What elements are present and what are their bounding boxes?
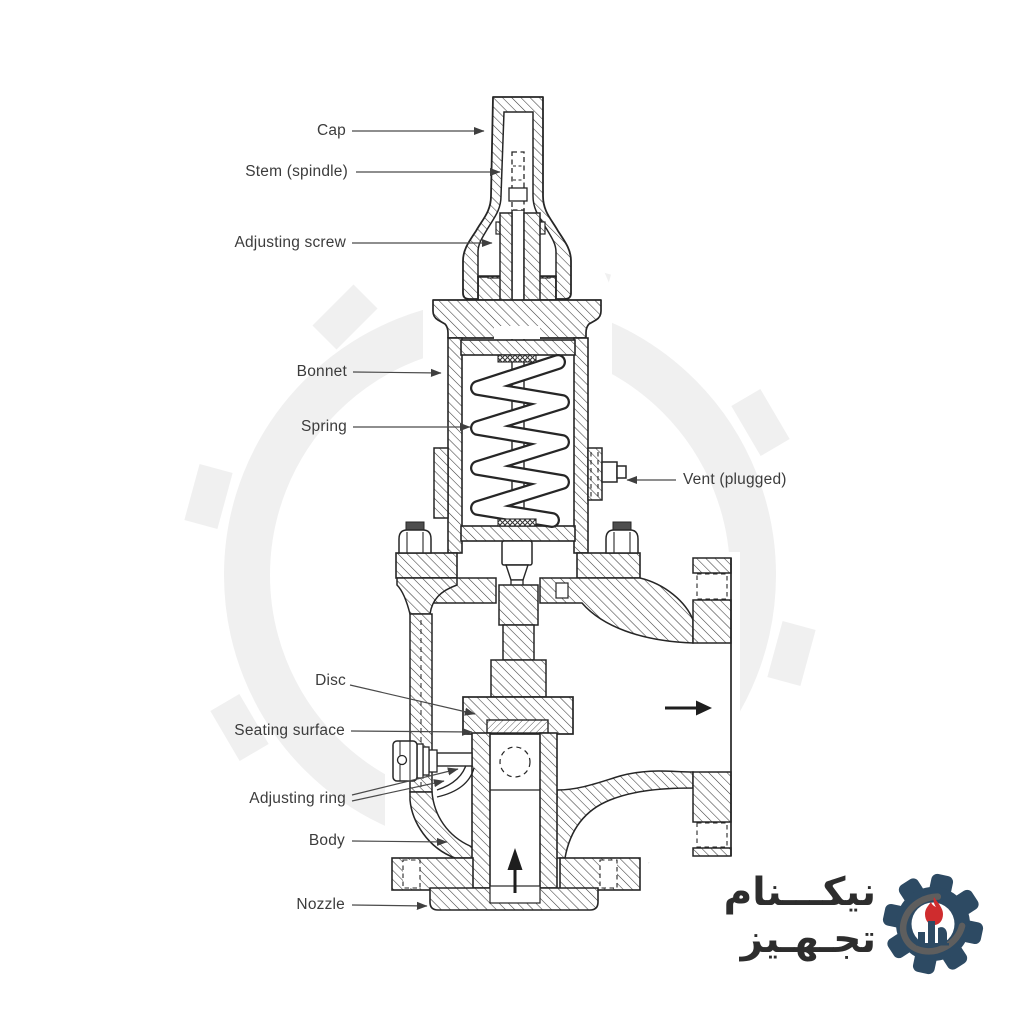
- stud-bolt-right: [605, 521, 639, 554]
- vent-plug: [590, 452, 627, 497]
- label-bonnet: Bonnet: [296, 363, 347, 380]
- outlet-flow-right-arrow: [665, 700, 712, 716]
- cap-section: [462, 96, 572, 546]
- nozzle-wall-right: [539, 732, 558, 889]
- label-cap: Cap: [316, 122, 346, 139]
- label-seating-surface: Seating surface: [234, 722, 345, 739]
- label-stem: Stem (spindle): [245, 163, 348, 180]
- label-disc: Disc: [315, 672, 346, 689]
- spring-coil: [470, 354, 570, 528]
- nozzle-wall-left: [471, 732, 491, 889]
- vent-boss: [587, 447, 603, 501]
- label-body: Body: [308, 832, 345, 849]
- bonnet-wall-left: [447, 337, 463, 554]
- spindle-coupler: [501, 540, 533, 589]
- brand-swoosh: [899, 893, 967, 955]
- stud-bolt-left: [398, 521, 432, 554]
- inlet-flow-up-arrow: [507, 848, 523, 893]
- bonnet-lug-left: [433, 447, 449, 519]
- outlet-flange: [665, 557, 732, 857]
- spring-plate-top: [460, 339, 576, 356]
- brand-wordmark-line2: تجـهـیز: [740, 917, 876, 962]
- bonnet-wall-right: [573, 337, 589, 554]
- flange-joint: [395, 521, 641, 579]
- seating-surface-insert: [486, 719, 549, 734]
- adjusting-ring-part: [392, 740, 475, 798]
- brand-gear-icon: [882, 873, 984, 975]
- brand-flame-icon: [925, 897, 943, 925]
- bonnet-section: [432, 299, 627, 589]
- disc-and-nozzle: [391, 584, 641, 911]
- inlet-flange: [391, 857, 641, 891]
- label-adjusting-screw: Adjusting screw: [234, 234, 346, 251]
- brand-refinery-icon: [916, 921, 949, 946]
- spring-plate-bottom: [460, 525, 576, 542]
- leader-lines: [349, 126, 676, 910]
- nozzle-flange: [429, 885, 599, 911]
- label-adjusting-ring: Adjusting ring: [249, 790, 346, 807]
- label-vent: Vent (plugged): [683, 471, 787, 488]
- brand-wordmark: نیکـــنام تجـهـیز: [636, 869, 876, 963]
- label-spring: Spring: [300, 418, 347, 435]
- brand-wordmark-line1: نیکـــنام: [723, 870, 876, 915]
- label-nozzle: Nozzle: [296, 896, 345, 913]
